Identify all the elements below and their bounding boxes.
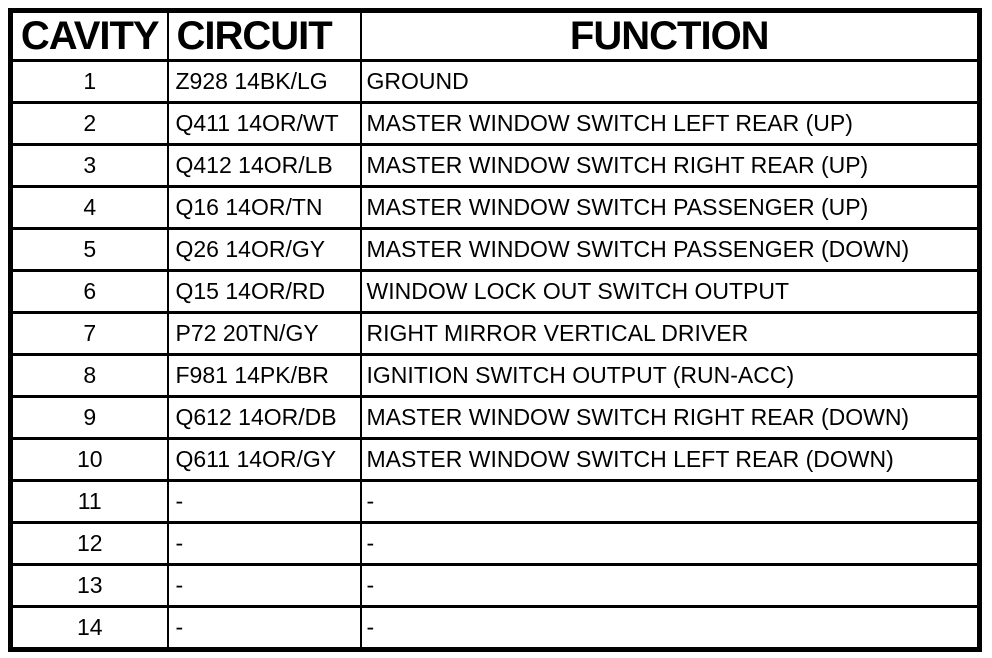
cell-function: MASTER WINDOW SWITCH LEFT REAR (UP) — [359, 101, 981, 146]
cell-cavity: 5 — [9, 227, 169, 272]
cell-cavity: 12 — [9, 521, 169, 566]
cell-circuit: - — [166, 605, 362, 651]
cell-cavity: 10 — [9, 437, 169, 482]
cell-function: - — [359, 563, 981, 608]
cell-function: MASTER WINDOW SWITCH PASSENGER (UP) — [359, 185, 981, 230]
cell-function: MASTER WINDOW SWITCH RIGHT REAR (DOWN) — [359, 395, 981, 440]
cell-circuit: Q15 14OR/RD — [166, 269, 362, 314]
cell-circuit: Q411 14OR/WT — [166, 101, 362, 146]
cell-cavity: 2 — [9, 101, 169, 146]
cell-circuit: F981 14PK/BR — [166, 353, 362, 398]
cell-function: MASTER WINDOW SWITCH LEFT REAR (DOWN) — [359, 437, 981, 482]
cell-circuit: Q611 14OR/GY — [166, 437, 362, 482]
cell-cavity: 6 — [9, 269, 169, 314]
cell-cavity: 7 — [9, 311, 169, 356]
cell-circuit: Q16 14OR/TN — [166, 185, 362, 230]
cell-cavity: 11 — [9, 479, 169, 524]
table-header: CAVITY CIRCUIT FUNCTION — [9, 9, 981, 62]
cell-circuit: Z928 14BK/LG — [166, 59, 362, 104]
cell-circuit: - — [166, 563, 362, 608]
table-row: 11-- — [9, 479, 981, 524]
cell-cavity: 4 — [9, 185, 169, 230]
header-row: CAVITY CIRCUIT FUNCTION — [9, 9, 981, 62]
cell-function: - — [359, 605, 981, 651]
table-row: 14-- — [9, 605, 981, 651]
cell-circuit: P72 20TN/GY — [166, 311, 362, 356]
header-cavity: CAVITY — [9, 9, 169, 62]
cell-cavity: 9 — [9, 395, 169, 440]
cell-circuit: - — [166, 521, 362, 566]
cell-function: - — [359, 479, 981, 524]
cell-cavity: 14 — [9, 605, 169, 651]
header-circuit: CIRCUIT — [166, 9, 362, 62]
cell-function: - — [359, 521, 981, 566]
cell-cavity: 13 — [9, 563, 169, 608]
cell-circuit: Q412 14OR/LB — [166, 143, 362, 188]
cell-circuit: Q26 14OR/GY — [166, 227, 362, 272]
cell-function: GROUND — [359, 59, 981, 104]
cell-circuit: Q612 14OR/DB — [166, 395, 362, 440]
cell-circuit: - — [166, 479, 362, 524]
cell-cavity: 8 — [9, 353, 169, 398]
cell-function: IGNITION SWITCH OUTPUT (RUN-ACC) — [359, 353, 981, 398]
cell-function: MASTER WINDOW SWITCH PASSENGER (DOWN) — [359, 227, 981, 272]
table-row: 12-- — [9, 521, 981, 566]
table-row: 13-- — [9, 563, 981, 608]
cell-function: RIGHT MIRROR VERTICAL DRIVER — [359, 311, 981, 356]
cell-cavity: 1 — [9, 59, 169, 104]
cell-function: MASTER WINDOW SWITCH RIGHT REAR (UP) — [359, 143, 981, 188]
header-function: FUNCTION — [359, 9, 981, 62]
cell-function: WINDOW LOCK OUT SWITCH OUTPUT — [359, 269, 981, 314]
cell-cavity: 3 — [9, 143, 169, 188]
